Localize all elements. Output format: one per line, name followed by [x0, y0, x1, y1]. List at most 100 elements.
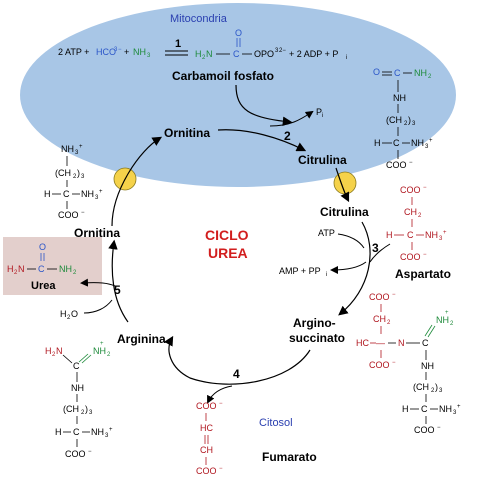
- svg-text:C: C: [421, 404, 428, 414]
- svg-text:COO: COO: [369, 292, 390, 302]
- svg-text:2: 2: [428, 74, 432, 80]
- arginina-label: Arginina: [117, 332, 166, 346]
- arrow-atp-in: [337, 233, 365, 249]
- aspartate-structure: COO − CH 2 H C NH 3 + COO −: [386, 185, 447, 262]
- reaction-1: 2 ATP + HCO 3 − + NH 3 1 H 2 N C O OPO 3…: [58, 28, 347, 61]
- svg-text:3: 3: [412, 121, 416, 127]
- svg-text:P: P: [316, 107, 322, 117]
- svg-text:HC: HC: [200, 423, 213, 433]
- svg-text:−: −: [81, 210, 85, 216]
- svg-text:COO: COO: [386, 160, 407, 170]
- ornithine-structure: NH 3 + (CH 2 ) 3 H C NH 3 + COO −: [44, 144, 103, 220]
- svg-text:NH: NH: [436, 315, 449, 325]
- svg-text:C: C: [393, 138, 400, 148]
- svg-text:−: −: [88, 449, 92, 455]
- ornitina-cyto-label: Ornitina: [74, 226, 120, 240]
- svg-text:NH: NH: [425, 230, 438, 240]
- fumarato-label: Fumarato: [262, 450, 317, 464]
- citrulina-mito-label: Citrulina: [298, 153, 347, 167]
- svg-text:N: N: [56, 346, 63, 356]
- arrow-ornitina-to-citrulina: [217, 129, 307, 152]
- arrow-urea-release: [80, 278, 116, 287]
- svg-text:+: +: [124, 47, 129, 57]
- urea-structure: O H 2 N C NH 2: [7, 242, 77, 276]
- svg-text:+: +: [443, 230, 447, 236]
- svg-text:−: −: [409, 160, 413, 166]
- svg-text:C: C: [407, 230, 414, 240]
- svg-text:H: H: [402, 404, 409, 414]
- svg-text:AMP + PP: AMP + PP: [279, 266, 321, 276]
- svg-text:H: H: [45, 346, 52, 356]
- arrow-ornitina-up: [111, 136, 163, 227]
- svg-text:3: 3: [95, 195, 99, 201]
- svg-text:NH: NH: [81, 189, 94, 199]
- svg-text:COO: COO: [400, 185, 421, 195]
- svg-text:3: 3: [89, 410, 93, 416]
- argininosuccinato-label-1: Argino-: [293, 316, 336, 330]
- svg-text:+: +: [99, 189, 103, 195]
- svg-text:O: O: [373, 67, 380, 77]
- step-1-number: 1: [175, 38, 181, 50]
- arrow-citrulina-to-arginosuccinato: [338, 221, 371, 316]
- svg-text:+: +: [100, 341, 104, 347]
- svg-text:O: O: [39, 242, 46, 252]
- svg-text:3: 3: [147, 53, 151, 59]
- svg-text:CH: CH: [404, 207, 417, 217]
- argininosuccinato-label-2: succinato: [289, 331, 345, 345]
- svg-text:i: i: [326, 272, 327, 278]
- svg-text:NH: NH: [133, 47, 146, 57]
- svg-text:−: −: [423, 252, 427, 258]
- step-4-number: 4: [233, 367, 240, 381]
- svg-text:NH: NH: [439, 404, 452, 414]
- svg-text:−: −: [437, 425, 441, 431]
- svg-text:H: H: [55, 427, 62, 437]
- svg-text:2: 2: [450, 321, 454, 327]
- svg-text:2: 2: [73, 174, 77, 180]
- urea-label: Urea: [31, 280, 56, 292]
- svg-text:H: H: [44, 189, 51, 199]
- svg-text:NH: NH: [414, 68, 427, 78]
- svg-text:2: 2: [431, 388, 435, 394]
- step-2-number: 2: [284, 129, 291, 143]
- cycle-title-line1: CICLO: [205, 227, 249, 243]
- svg-text:NH: NH: [61, 144, 74, 154]
- svg-text:2: 2: [67, 315, 71, 321]
- svg-text:): ): [85, 404, 88, 414]
- svg-text:2: 2: [387, 320, 391, 326]
- svg-text:3: 3: [425, 144, 429, 150]
- citrulina-cyto-label: Citrulina: [320, 205, 369, 219]
- cytosol-label: Citosol: [259, 417, 293, 429]
- arrow-h2o-in: [83, 299, 113, 314]
- svg-text:H: H: [374, 138, 381, 148]
- svg-text:+: +: [445, 310, 449, 316]
- fumarate-structure: COO − HC CH COO −: [196, 401, 223, 476]
- svg-text:NH: NH: [421, 361, 434, 371]
- mitochondria-compartment: [20, 3, 456, 187]
- svg-text:i: i: [346, 55, 347, 61]
- transporter-citrulina: [333, 171, 357, 195]
- svg-text:COO: COO: [65, 449, 86, 459]
- svg-text:3: 3: [275, 48, 279, 54]
- svg-text:): ): [77, 168, 80, 178]
- svg-text:N: N: [18, 264, 25, 274]
- svg-text:3: 3: [439, 236, 443, 242]
- svg-text:COO: COO: [196, 401, 217, 411]
- svg-text:2: 2: [52, 352, 56, 358]
- svg-text:NH: NH: [393, 93, 406, 103]
- svg-text:COO: COO: [369, 360, 390, 370]
- svg-text:HC: HC: [356, 338, 369, 348]
- svg-text:CH: CH: [373, 314, 386, 324]
- svg-text:2−: 2−: [279, 48, 286, 54]
- svg-text:−: −: [423, 185, 427, 191]
- svg-text:OPO: OPO: [254, 49, 274, 59]
- svg-text:2: 2: [418, 213, 422, 219]
- svg-text:−: −: [219, 466, 223, 472]
- arginine-structure: H 2 N C NH 2 + NH (CH 2 ) 3 H C NH 3 + C…: [45, 341, 113, 459]
- svg-text:3: 3: [439, 388, 443, 394]
- svg-text:COO: COO: [196, 466, 217, 476]
- svg-text:C: C: [73, 361, 80, 371]
- svg-text:−: −: [219, 401, 223, 407]
- svg-text:C: C: [38, 264, 45, 274]
- citrulline-structure-mito: O C NH 2 NH (CH 2 ) 3 H C NH 3 + COO −: [373, 67, 433, 170]
